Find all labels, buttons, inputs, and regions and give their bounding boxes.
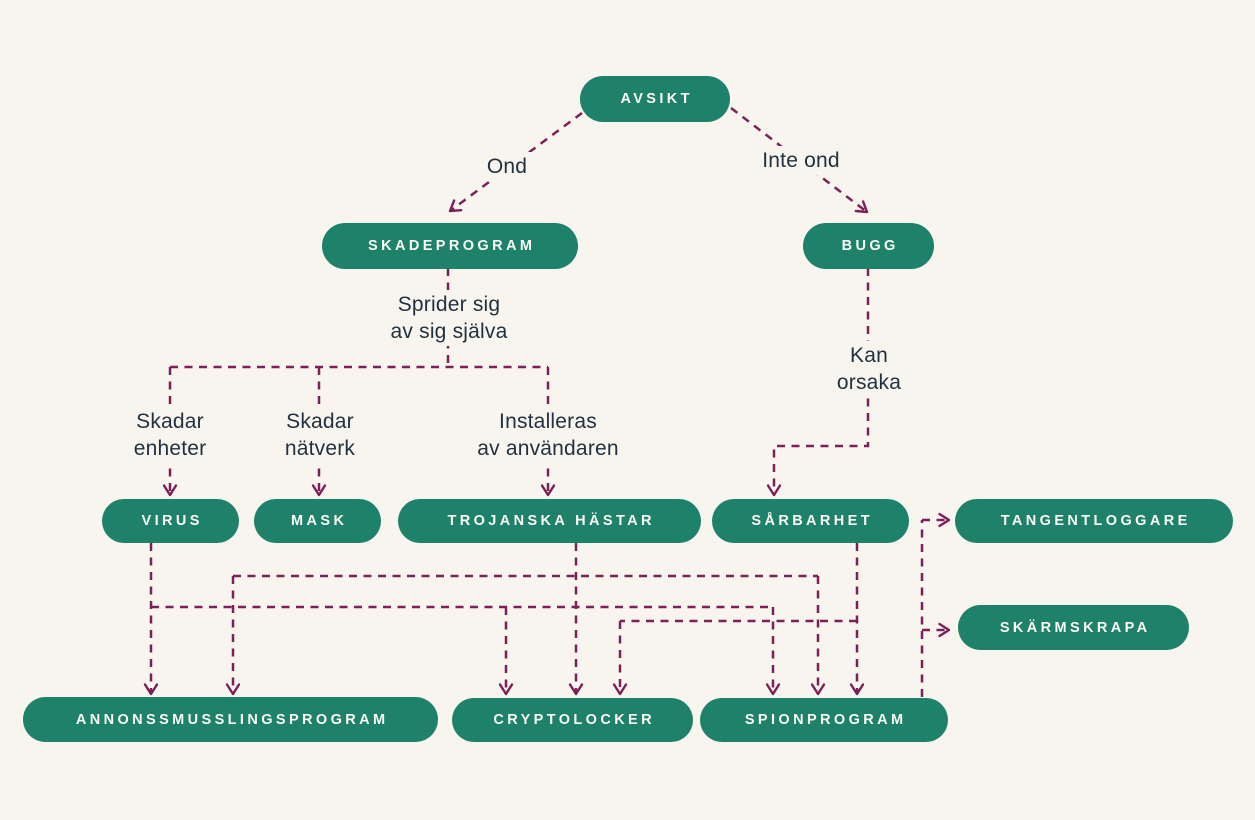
edge-label-ond: Ond: [477, 152, 537, 181]
node-spionprogram: SPIONPROGRAM: [700, 698, 948, 742]
node-skarmskrapa: SKÄRMSKRAPA: [958, 605, 1189, 650]
edge-label-skadar-enheter: Skadar enheter: [124, 407, 216, 463]
node-sarbarhet: SÅRBARHET: [712, 499, 909, 543]
edge-avsikt-skadeprogram: [448, 111, 583, 213]
node-tangentloggare: TANGENTLOGGARE: [955, 499, 1233, 543]
node-skadeprogram: SKADEPROGRAM: [322, 223, 578, 269]
edge-label-kan-orsaka: Kan orsaka: [827, 341, 911, 397]
node-virus: VIRUS: [102, 499, 239, 543]
edge-label-installeras: Installeras av användaren: [468, 407, 628, 463]
edge-label-sprider-sig: Sprider sig av sig själva: [381, 290, 517, 346]
node-mask: MASK: [254, 499, 381, 543]
node-bugg: BUGG: [803, 223, 934, 269]
node-cryptolocker: CRYPTOLOCKER: [452, 698, 693, 742]
edge-label-skadar-natverk: Skadar nätverk: [275, 407, 365, 463]
node-annonssmusslingsprogram: ANNONSSMUSSLINGSPROGRAM: [23, 697, 438, 742]
node-avsikt: AVSIKT: [580, 76, 730, 122]
edge-label-inte-ond: Inte ond: [753, 146, 849, 175]
node-trojanska-hastar: TROJANSKA HÄSTAR: [398, 499, 701, 543]
